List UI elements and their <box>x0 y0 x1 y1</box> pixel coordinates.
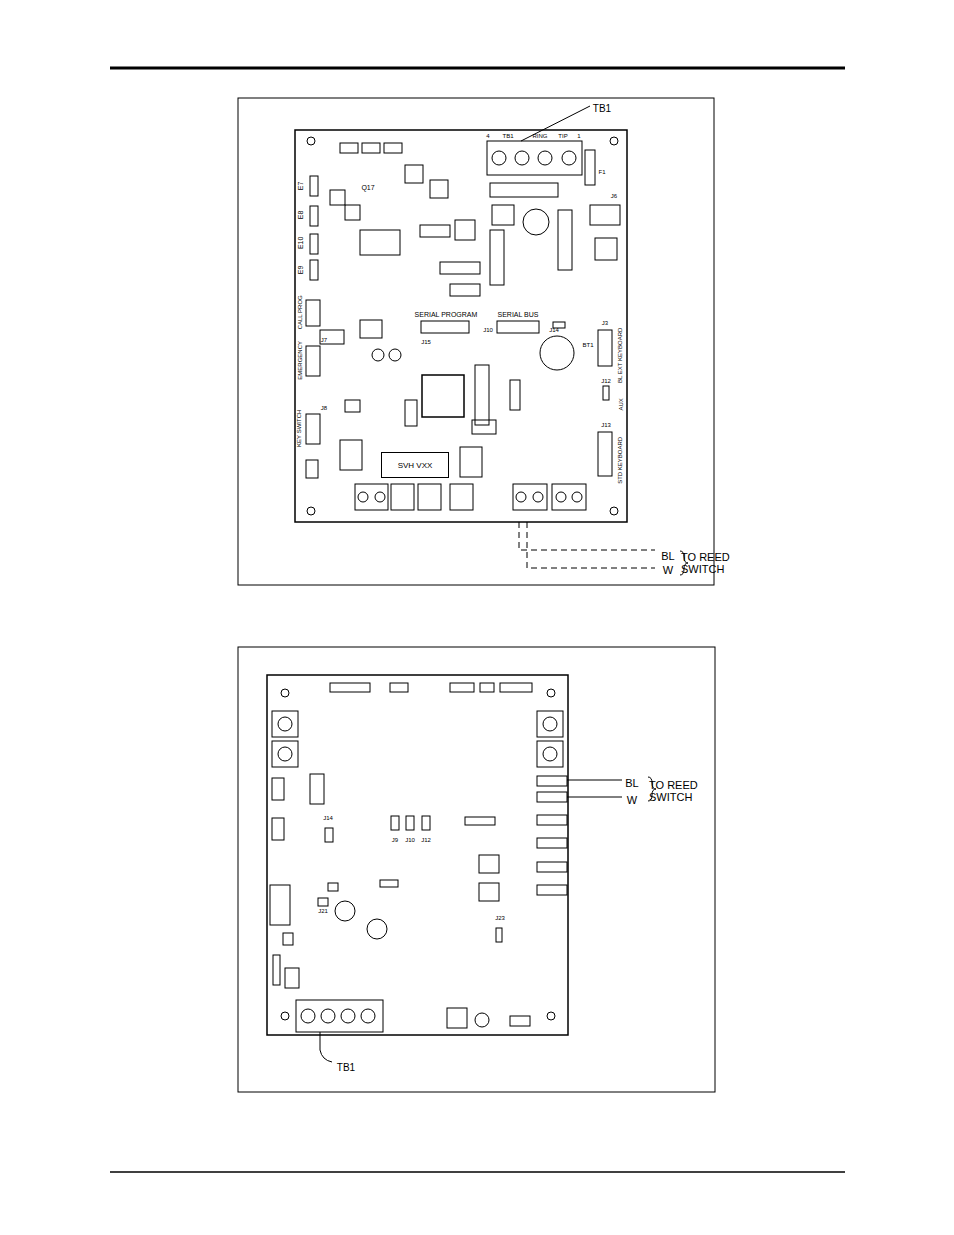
board-label: J7 <box>321 337 327 344</box>
board-label: 1 <box>577 133 580 140</box>
board-label: W <box>627 794 637 806</box>
board-label: BL EXT KEYBOARD <box>618 327 625 382</box>
board-label: J14 <box>323 815 333 822</box>
board-label: TIP <box>558 133 567 140</box>
board-label: J14 <box>549 327 559 334</box>
board-label: SERIAL BUS <box>498 311 539 319</box>
board-label: CALL PROG <box>297 295 304 329</box>
board-label: J9 <box>392 837 398 844</box>
board-label: STD KEYBOARD <box>618 436 625 483</box>
board-label: TB1 <box>337 1062 355 1073</box>
board-label: J3 <box>602 320 608 327</box>
board-label: J15 <box>421 339 431 346</box>
board-label: BT1 <box>582 342 593 349</box>
board-label: J10 <box>483 327 493 334</box>
board-label: KEY SWITCH <box>297 409 304 446</box>
board-label: TB1 <box>593 103 611 114</box>
board-label: TO REED SWITCH <box>681 551 743 575</box>
board-label: W <box>663 564 673 576</box>
board-label: BL <box>661 550 674 562</box>
board-label: AUX <box>618 398 625 410</box>
board-label: J10 <box>405 837 415 844</box>
board-label: E10 <box>297 237 305 249</box>
board-label: J13 <box>601 422 611 429</box>
ic-chip: SVH VXX <box>381 452 449 478</box>
board-label: J12 <box>601 378 611 385</box>
board-label: 4 <box>486 133 489 140</box>
board-label: TB1 <box>502 133 513 140</box>
board-label: J6 <box>611 193 617 200</box>
board-label: BL <box>625 777 638 789</box>
board-label: J23 <box>495 915 505 922</box>
board-label: J12 <box>421 837 431 844</box>
board-label: E8 <box>297 211 305 220</box>
board-label: RING <box>533 133 548 140</box>
board-label: J21 <box>318 908 328 915</box>
board-label: F1 <box>598 169 605 176</box>
board-label: E7 <box>297 182 305 191</box>
board-label: TO REED SWITCH <box>649 779 711 803</box>
chip-text: SVH VXX <box>398 461 433 470</box>
board-label: E9 <box>297 266 305 275</box>
board-label: EMERGENCY <box>297 341 304 380</box>
board-label: SERIAL PROGRAM <box>415 311 478 319</box>
board-label: Q17 <box>361 184 374 192</box>
board-label: J8 <box>321 405 327 412</box>
